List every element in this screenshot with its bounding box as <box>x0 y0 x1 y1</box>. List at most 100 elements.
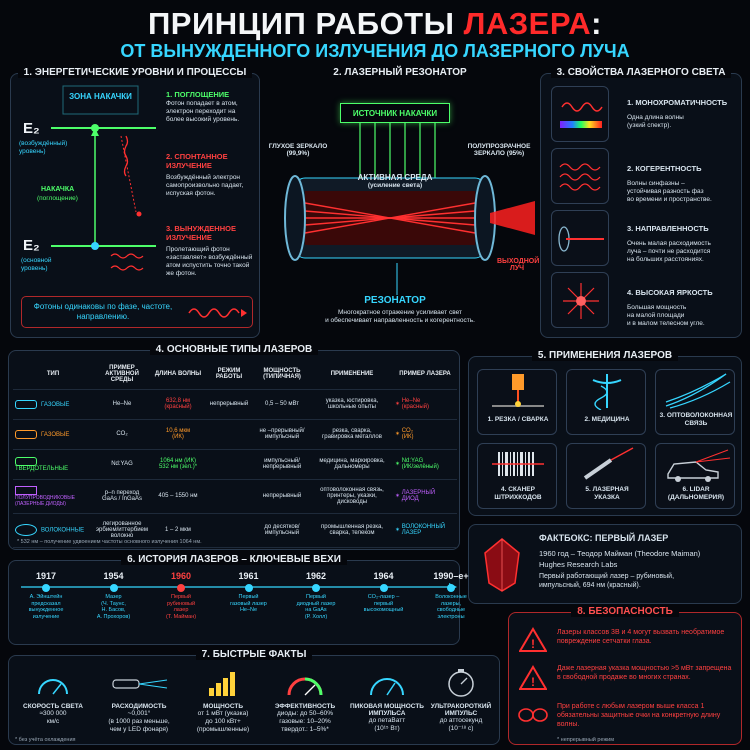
title-part2: ЛАЗЕРА <box>463 6 592 41</box>
col-application: ПРИМЕНЕНИЕ <box>311 359 393 390</box>
wave-icon <box>188 308 247 318</box>
fact-ultrashort: УЛЬТРАКОРОТКИЙ ИМПУЛЬС до аттосекунд (10… <box>423 668 499 742</box>
laser-cutter-icon <box>492 374 544 407</box>
svg-text:!: ! <box>531 637 535 651</box>
warning-icon: ! <box>519 627 547 652</box>
process3-text: Пролетающий фотон «заставляет» возбуждён… <box>166 246 253 278</box>
app-label: 6. LIDAR (ДАЛЬНОМЕРИЯ) <box>667 486 725 502</box>
power-cell: до десятков/ импульсный <box>253 513 311 548</box>
app-label: 5. ЛАЗЕРНАЯ УКАЗКА <box>585 486 629 502</box>
goggles-icon <box>518 708 548 722</box>
e2-upper-label: E₂ <box>23 120 40 137</box>
section2-title: 2. ЛАЗЕРНЫЙ РЕЗОНАТОР <box>333 67 467 78</box>
warning-icon: ! <box>519 665 547 690</box>
ruby-crystal-icon <box>484 538 520 592</box>
medium-cell: p–n переход GaAs / InGaAs <box>93 479 151 514</box>
prop3-text: Очень малая расходимость луча – почти не… <box>627 240 711 264</box>
app-label: 3. ОПТОВОЛОКОННАЯ СВЯЗЬ <box>659 412 733 428</box>
fact-peak-power: ПИКОВАЯ МОЩНОСТЬ ИМПУЛЬСА до петаВатт (1… <box>349 668 425 742</box>
fact-text: ≈300 000 км/с <box>39 710 67 726</box>
power-cell: непрерывный <box>253 479 311 514</box>
col-mode: РЕЖИМ РАБОТЫ <box>205 359 253 390</box>
resonator-text: Многократное отражение усиливает свет и … <box>325 309 475 325</box>
laser-types-table: ТИП ПРИМЕР АКТИВНОЙ СРЕДЫ ДЛИНА ВОЛНЫ РЕ… <box>13 359 457 548</box>
timeline-event: 1990–е+Волоконные лазеры, свободные элек… <box>422 571 480 620</box>
application-cell: медицина, маркировка, дальномеры <box>311 449 393 480</box>
beam-spot-icon: ✶ <box>395 431 402 438</box>
fact-speed: СКОРОСТЬ СВЕТА ≈300 000 км/с <box>15 668 91 742</box>
timeline-year: 1917 <box>35 571 57 581</box>
divergence-icon <box>112 679 168 689</box>
col-type: ТИП <box>13 359 93 390</box>
fact-divergence: РАСХОДИМОСТЬ ~0,001° (в 1000 раз меньше,… <box>95 668 183 742</box>
timeline-dot <box>42 584 50 592</box>
mode-cell <box>205 513 253 548</box>
blind-mirror-text: ГЛУХОЕ ЗЕРКАЛО <box>268 143 328 150</box>
pump-label: НАКАЧКА <box>41 186 75 193</box>
title-colon: : <box>591 6 602 41</box>
example-cell: ВОЛОКОННЫЙ ЛАЗЕР <box>401 524 446 536</box>
direction-icon <box>558 226 604 252</box>
semi-mirror-label: ПОЛУПРОЗРАЧНОЕ ЗЕРКАЛО (95%) <box>460 143 538 157</box>
example-cell: ЛАЗЕРНЫЙ ДИОД <box>401 490 436 502</box>
caduceus-icon <box>592 374 622 411</box>
factbox-line3: Первый работающий лазер – рубиновый, имп… <box>539 573 675 590</box>
timeline-year: 1990–е+ <box>433 571 469 581</box>
types-footnote: * 532 нм – получение удвоением частоты о… <box>17 539 202 545</box>
app-label: 1. РЕЗКА / СВАРКА <box>487 416 549 423</box>
application-cell: промышленная резка, сварка, телеком <box>311 513 393 548</box>
type-cell: ГАЗОВЫЕ <box>41 431 70 438</box>
section-energy-levels: 1. ЭНЕРГЕТИЧЕСКИЕ УРОВНИ И ПРОЦЕССЫ ЗОНА… <box>10 67 260 338</box>
coherence-card <box>551 148 609 204</box>
e2-upper-desc: (возбуждённый) уровень) <box>19 140 68 156</box>
timeline-year: 1960 <box>170 571 192 581</box>
col-medium: ПРИМЕР АКТИВНОЙ СРЕДЫ <box>93 359 151 390</box>
timeline-text: Мазер (Ч. Таунс, Н. Басов, А. Прохоров) <box>96 594 131 620</box>
semi-mirror-text: ПОЛУПРОЗРАЧНОЕ <box>467 143 531 150</box>
gas-tube-icon <box>15 429 37 439</box>
mode-cell <box>205 479 253 514</box>
section4-title: 4. ОСНОВНЫЕ ТИПЫ ЛАЗЕРОВ <box>149 344 319 355</box>
timeline-text: Первый рубиновый лазер (Т. Майман) <box>165 594 197 620</box>
fact-text: до петаВатт (10¹⁵ Вт) <box>368 717 406 733</box>
timeline-year: 1964 <box>373 571 394 581</box>
e2-lower-label: E₂ <box>23 237 40 254</box>
section5-title: 5. ПРИМЕНЕНИЯ ЛАЗЕРОВ <box>531 350 679 361</box>
fact-title: МОЩНОСТЬ <box>202 703 244 710</box>
section-properties: 3. СВОЙСТВА ЛАЗЕРНОГО СВЕТА 1. МОНОХРОМА… <box>540 67 742 338</box>
example-cell: Nd:YAG (ИК/зелёный) <box>401 458 439 470</box>
timeline-dot <box>109 584 118 592</box>
medium-cell: He–Ne <box>93 389 151 420</box>
fact-title: УЛЬТРАКОРОТКИЙ ИМПУЛЬС <box>430 703 492 717</box>
prop4-title: 4. ВЫСОКАЯ ЯРКОСТЬ <box>627 288 713 297</box>
app-label: 2. МЕДИЦИНА <box>584 416 630 423</box>
fact-text: диоды: до 50–60% газовые: 10–20% твердот… <box>276 710 334 734</box>
speedometer-icon <box>38 679 68 695</box>
timeline-text: Первый диодный лазер на GaAs (Р. Холл) <box>296 594 336 620</box>
active-medium-sub: (усиление света) <box>367 182 423 189</box>
active-medium-text: АКТИВНАЯ СРЕДА <box>357 173 433 182</box>
timeline-text: А. Эйнштейн предсказал вынужденное излуч… <box>28 594 64 620</box>
timeline-year: 1954 <box>103 571 124 581</box>
process2-title: 2. СПОНТАННОЕ ИЗЛУЧЕНИЕ <box>166 152 228 170</box>
prop2-title: 2. КОГЕРЕНТНОСТЬ <box>627 164 702 173</box>
app-label: 4. СКАНЕР ШТРИХКОДОВ <box>494 486 542 502</box>
timeline-text: CO₂-лазер – первый высокомощный <box>363 594 404 614</box>
direction-card <box>551 210 609 266</box>
timeline-dot <box>177 584 185 592</box>
timeline-dot <box>244 584 253 592</box>
prop2-text: Волны синфазны – устойчивая разность фаз… <box>627 180 712 204</box>
section6-title: 6. ИСТОРИЯ ЛАЗЕРОВ – КЛЮЧЕВЫЕ ВЕХИ <box>121 554 347 565</box>
section8-title: 8. БЕЗОПАСНОСТЬ <box>571 606 679 617</box>
example-cell: CO₂ (ИК) <box>401 428 414 440</box>
timeline-year: 1961 <box>238 571 259 581</box>
page-title: ПРИНЦИП РАБОТЫ ЛАЗЕРА: <box>0 6 750 42</box>
prop3-title: 3. НАПРАВЛЕННОСТЬ <box>627 224 709 233</box>
table-row: ВОЛОКОННЫЕ легированное эрбием/иттербием… <box>13 513 457 548</box>
application-cell: оптоволоконная связь, принтеры, указки, … <box>311 479 393 514</box>
gas-tube-icon <box>15 399 37 409</box>
fact-text: до аттосекунд (10⁻¹⁸ с) <box>439 717 483 733</box>
resonator-label: РЕЗОНАТОР <box>364 295 426 306</box>
